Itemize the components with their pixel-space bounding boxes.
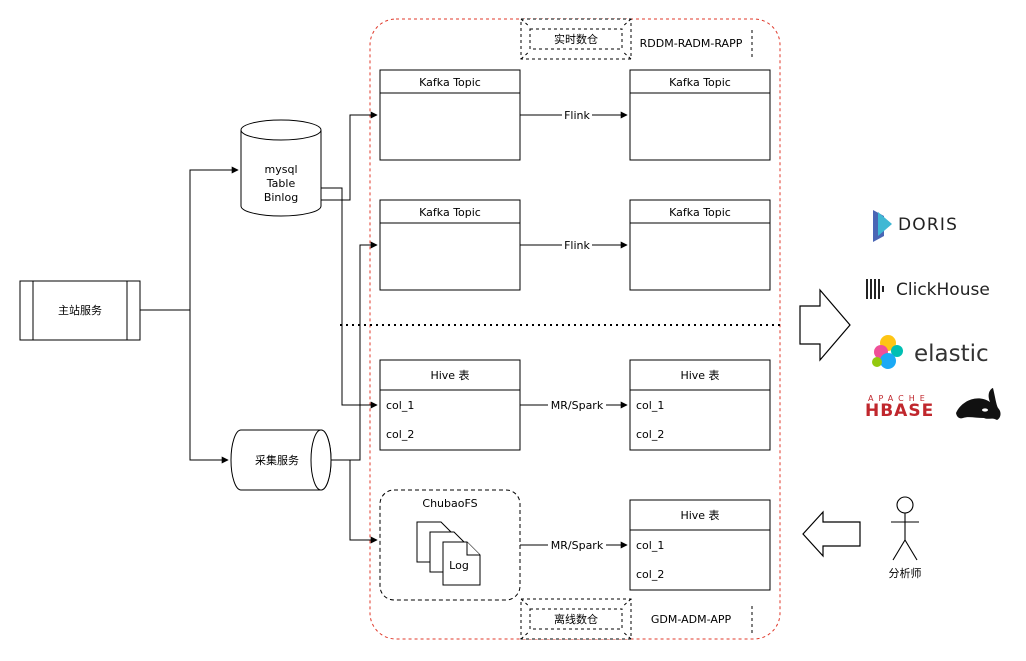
- collector-service-label: 采集服务: [255, 453, 299, 467]
- export-arrow-icon: [799, 288, 851, 362]
- kafka-topic-source-2: Kafka Topic: [379, 199, 521, 291]
- clickhouse-logo-text: ClickHouse: [896, 280, 990, 300]
- clickhouse-logo: ClickHouse: [866, 279, 990, 300]
- hive-col-2: col_2: [386, 428, 414, 441]
- chubaofs-node: ChubaoFS Log: [379, 489, 521, 601]
- mysql-label-line3: Binlog: [264, 191, 298, 204]
- main-to-collector-edge: [189, 310, 229, 464]
- hive-table-title: Hive 表: [680, 368, 719, 382]
- analyst-arrow-icon: [802, 510, 861, 558]
- hive-table-title: Hive 表: [680, 508, 719, 522]
- mysql-database-node: mysql Table Binlog: [240, 119, 322, 217]
- collector-to-kafka2-edge: [331, 241, 378, 461]
- mysql-label-line1: mysql: [265, 163, 298, 176]
- realtime-tag-label: 实时数仓: [554, 32, 598, 46]
- hive-col-2: col_2: [636, 568, 664, 581]
- elastic-logo-text: elastic: [914, 341, 989, 367]
- log-file-label: Log: [449, 559, 469, 572]
- log-files-icon: [416, 521, 481, 586]
- kafka-topic-title: Kafka Topic: [419, 76, 481, 89]
- kafka-topic-sink-1: Kafka Topic: [629, 69, 771, 161]
- hbase-logo: APACHE HBASE: [865, 388, 1001, 421]
- hbase-apache-text: APACHE: [868, 394, 930, 403]
- hive-col-1: col_1: [636, 539, 664, 552]
- mr-spark-label-2: MR/Spark: [551, 539, 604, 552]
- hive-col-1: col_1: [636, 399, 664, 412]
- collector-service-node: 采集服务: [230, 429, 332, 491]
- doris-logo: DORIS: [873, 210, 958, 242]
- hive-col-1: col_1: [386, 399, 414, 412]
- hive-table-source: Hive 表 col_1 col_2: [379, 359, 521, 451]
- kafka-topic-sink-2: Kafka Topic: [629, 199, 771, 291]
- main-service-node: 主站服务: [19, 280, 141, 341]
- realtime-tag: 实时数仓: [520, 18, 632, 60]
- offline-layers-label: GDM-ADM-APP: [651, 613, 732, 626]
- kafka-topic-title: Kafka Topic: [669, 206, 731, 219]
- hive-col-2: col_2: [636, 428, 664, 441]
- hive-table-sink-1: Hive 表 col_1 col_2: [629, 359, 771, 451]
- hive-table-sink-2: Hive 表 col_1 col_2: [629, 499, 771, 591]
- mysql-label-line2: Table: [266, 177, 296, 190]
- elastic-logo: elastic: [872, 335, 989, 369]
- chubaofs-title: ChubaoFS: [422, 497, 477, 510]
- mr-spark-label-1: MR/Spark: [551, 399, 604, 412]
- mysql-to-kafka1-edge: [321, 111, 378, 201]
- analyst-label: 分析师: [889, 566, 922, 580]
- offline-tag-label: 离线数仓: [554, 612, 598, 626]
- kafka-topic-source-1: Kafka Topic: [379, 69, 521, 161]
- hive-table-title: Hive 表: [430, 368, 469, 382]
- mysql-to-hive-edge: [321, 187, 378, 409]
- collector-to-chubaofs-edge: [349, 460, 378, 544]
- flink-label-1: Flink: [564, 109, 590, 122]
- analyst-actor-icon: [891, 496, 919, 561]
- kafka-topic-title: Kafka Topic: [669, 76, 731, 89]
- offline-tag: 离线数仓: [520, 598, 632, 640]
- main-to-mysql-edge: [140, 166, 239, 311]
- main-service-label: 主站服务: [58, 303, 102, 317]
- hbase-logo-text: HBASE: [865, 401, 934, 421]
- doris-logo-text: DORIS: [898, 215, 958, 235]
- orca-icon: [956, 388, 1001, 420]
- realtime-layers-label: RDDM-RADM-RAPP: [640, 37, 743, 50]
- flink-label-2: Flink: [564, 239, 590, 252]
- kafka-topic-title: Kafka Topic: [419, 206, 481, 219]
